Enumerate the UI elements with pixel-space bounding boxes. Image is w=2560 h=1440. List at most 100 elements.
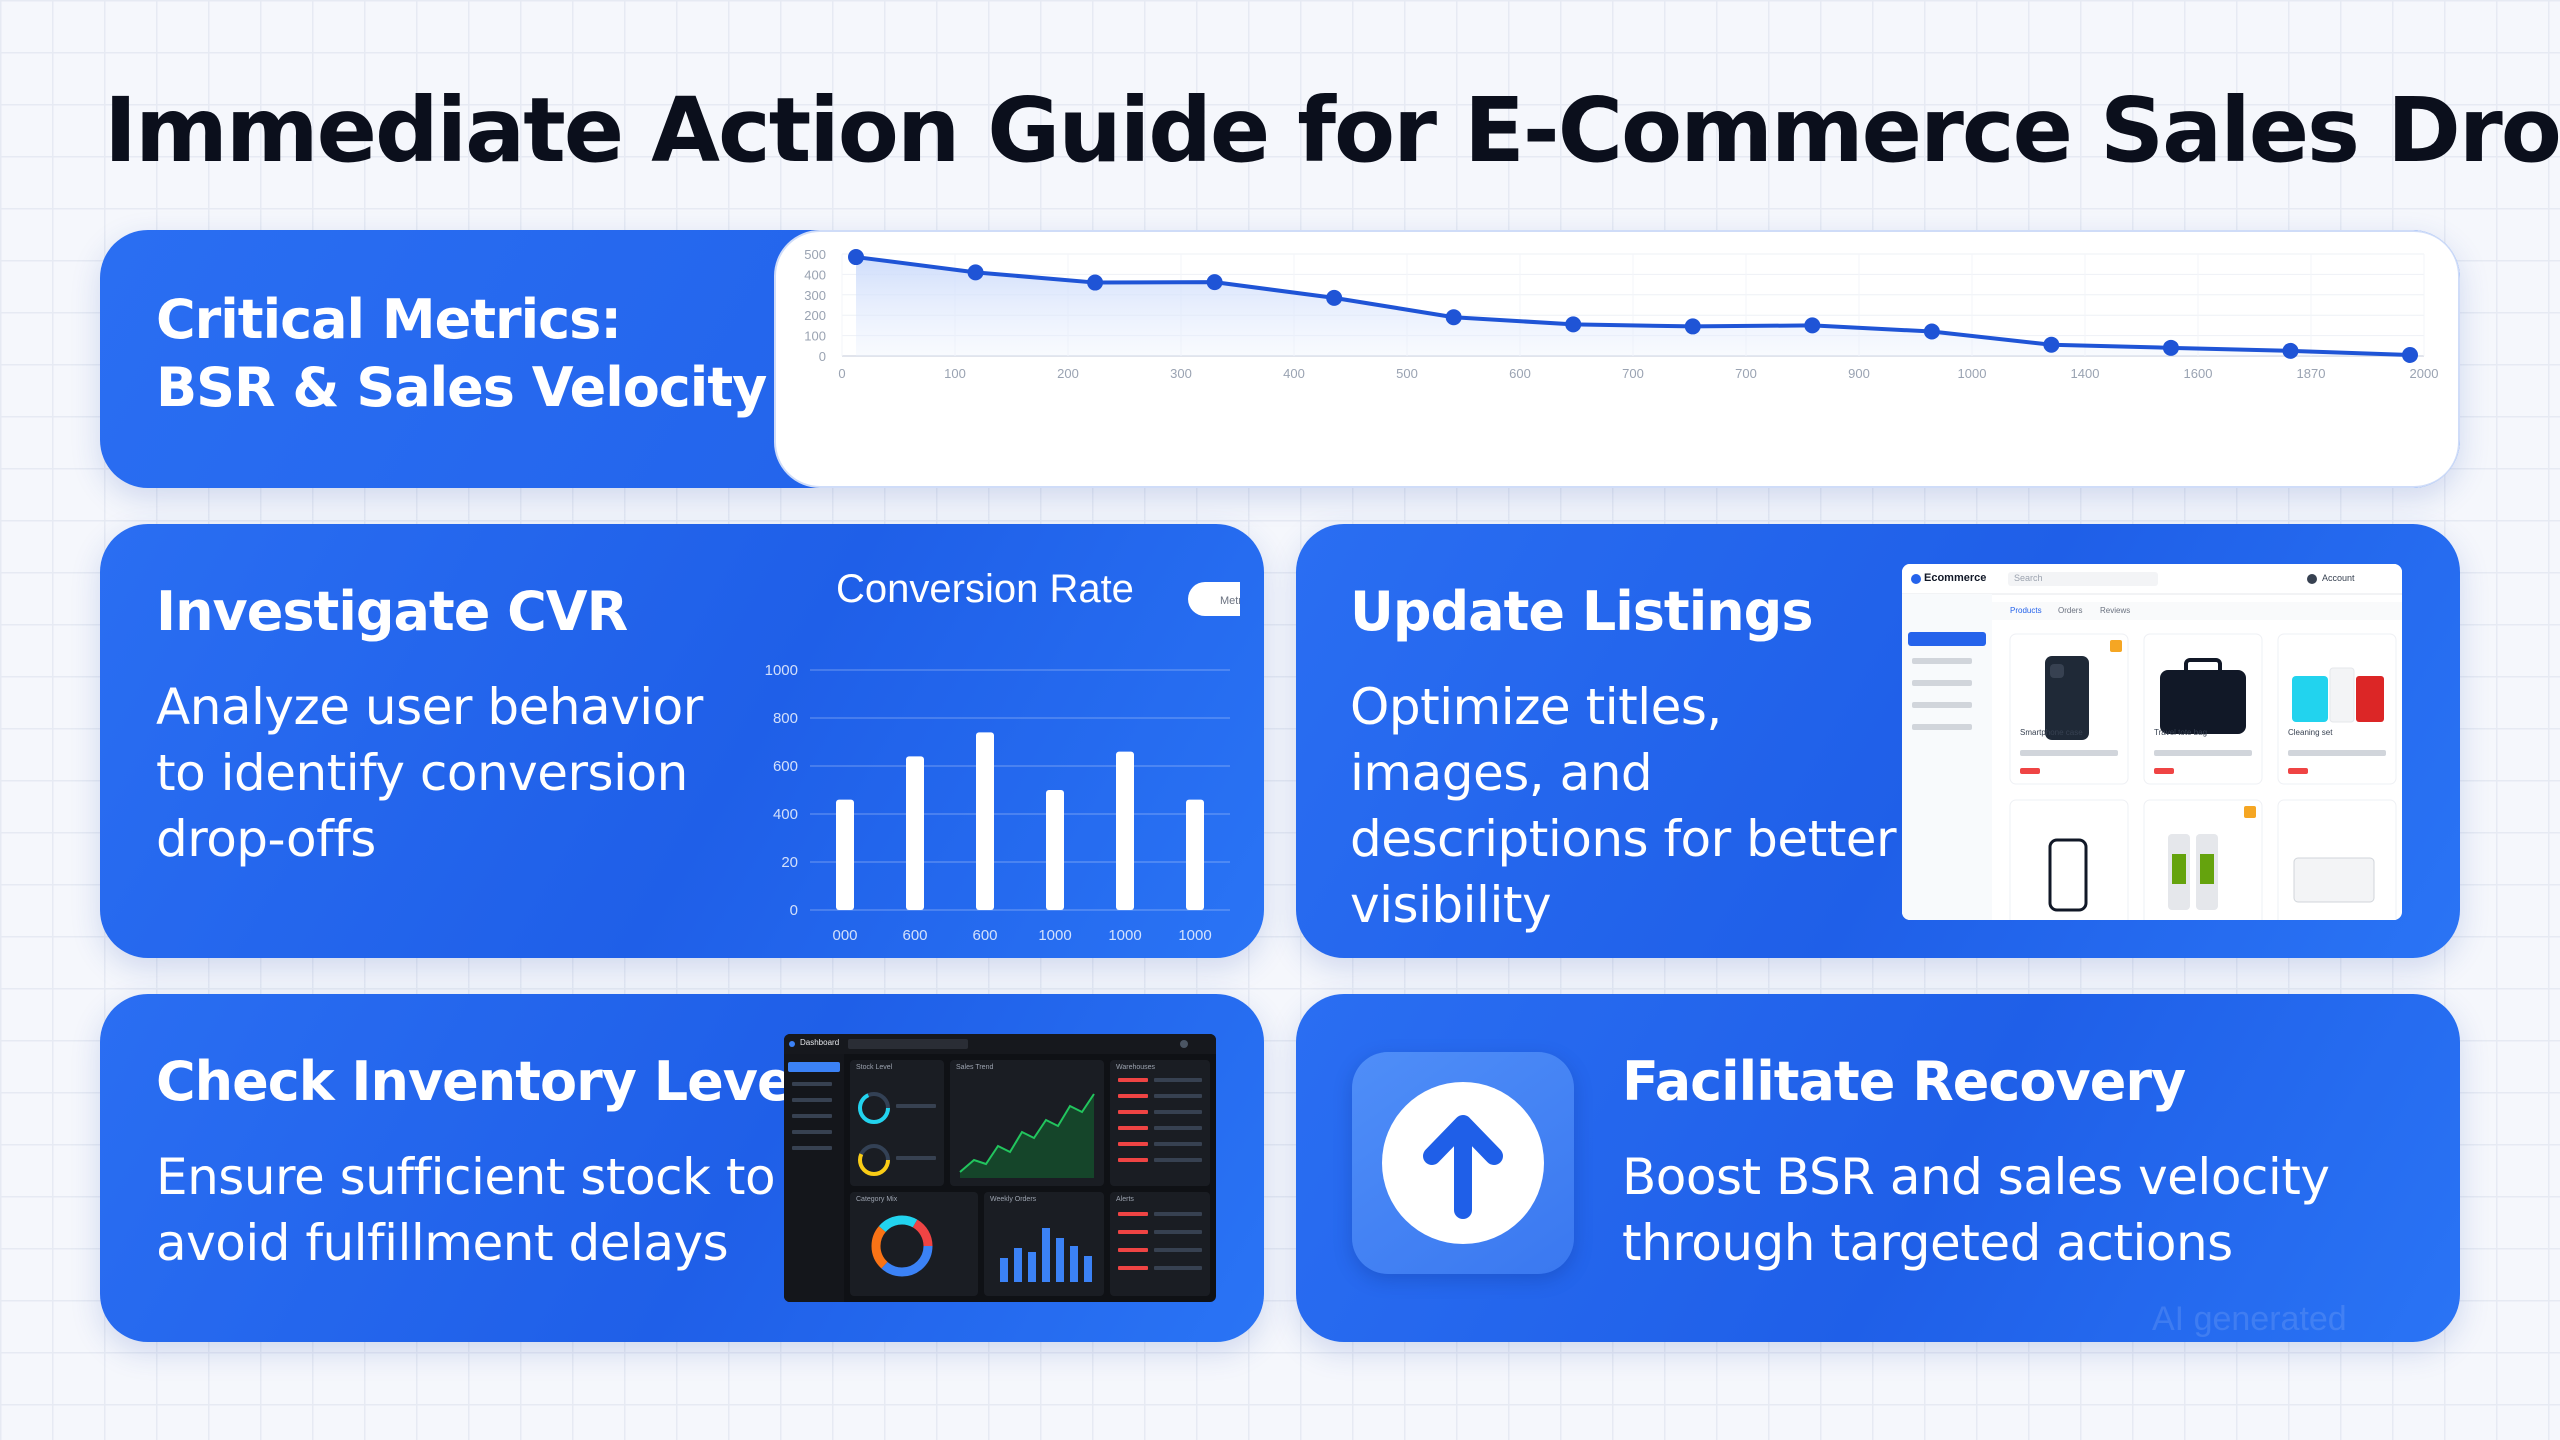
bar-chart-y-tick: 400	[773, 806, 798, 823]
line-chart-point	[2162, 339, 2179, 356]
line-chart-x-tick: 500	[1396, 366, 1418, 381]
line-chart-y-tick: 200	[804, 308, 826, 323]
store-product-name: Smartphone case	[2020, 728, 2083, 737]
bar-chart-title: Conversion Rate	[836, 567, 1134, 611]
bar-chart-x-tick: 000	[832, 927, 857, 944]
bar-chart-bar	[1046, 790, 1064, 910]
store-search-input[interactable]: Search	[2014, 573, 2043, 583]
recovery-icon-tile	[1352, 1052, 1574, 1274]
investigate-cvr-card: Investigate CVR Analyze user behavior to…	[100, 524, 1264, 958]
line-chart-x-tick: 200	[1057, 366, 1079, 381]
line-chart-y-tick: 400	[804, 267, 826, 282]
inventory-panel-title: Stock Level	[856, 1064, 893, 1071]
line-chart-point	[1445, 309, 1462, 326]
update-listings-card: Update Listings Optimize titles, images,…	[1296, 524, 2460, 958]
inventory-panel-title: Alerts	[1116, 1196, 1134, 1203]
update-listings-description: Optimize titles, images, and description…	[1350, 678, 1897, 934]
store-user-label[interactable]: Account	[2322, 573, 2355, 583]
line-chart-area	[856, 257, 2410, 356]
critical-metrics-title-line2: BSR & Sales Velocity	[156, 356, 767, 419]
line-chart-point	[1565, 316, 1582, 333]
line-chart-y-tick: 300	[804, 288, 826, 303]
line-chart-x-tick: 300	[1170, 366, 1192, 381]
line-chart-x-tick: 1870	[2297, 366, 2326, 381]
store-product-name: Travel tote bag	[2154, 728, 2208, 737]
store-brand-label: Ecommerce	[1924, 572, 1987, 584]
line-chart-x-tick: 600	[1509, 366, 1531, 381]
line-chart-x-tick: 1400	[2071, 366, 2100, 381]
bar-chart-y-tick: 600	[773, 758, 798, 775]
bar-chart-bar	[1116, 751, 1134, 910]
page-title: Immediate Action Guide for E-Commerce Sa…	[104, 78, 2560, 182]
watermark: AI generated	[2152, 1300, 2347, 1338]
line-chart-point	[1923, 323, 1940, 340]
bar-chart-bar	[976, 732, 994, 910]
update-listings-title: Update Listings	[1350, 580, 1813, 643]
line-chart-point	[2282, 342, 2299, 359]
line-chart-point	[1804, 317, 1821, 334]
bar-chart-y-tick: 0	[790, 902, 798, 919]
store-tab-orders[interactable]: Orders	[2058, 606, 2083, 615]
line-chart-x-tick: 2000	[2410, 366, 2439, 381]
inventory-dashboard-mockup: Dashboard Stock Level Sales Trend Wareho…	[784, 1034, 1216, 1302]
line-chart-x-tick: 400	[1283, 366, 1305, 381]
store-product-name: Cleaning set	[2288, 728, 2333, 737]
inventory-panel-title: Weekly Orders	[990, 1196, 1037, 1203]
check-inventory-card: Check Inventory Levels Ensure sufficient…	[100, 994, 1264, 1342]
inventory-panel-title: Warehouses	[1116, 1064, 1156, 1071]
facilitate-recovery-title: Facilitate Recovery	[1622, 1050, 2186, 1113]
bar-chart-metric-button-label: Metrics	[1220, 595, 1240, 607]
store-tab-reviews[interactable]: Reviews	[2100, 606, 2131, 615]
line-chart-y-tick: 500	[804, 247, 826, 262]
bar-chart-metric-button	[1188, 582, 1240, 616]
investigate-cvr-description: Analyze user behavior to identify conver…	[156, 678, 703, 868]
bar-chart-x-tick: 1000	[1178, 927, 1211, 944]
investigate-cvr-title: Investigate CVR	[156, 580, 628, 643]
critical-metrics-card: Critical Metrics: BSR & Sales Velocity 0…	[100, 230, 2460, 488]
check-inventory-title: Check Inventory Levels	[156, 1050, 842, 1113]
line-chart-y-tick: 100	[804, 329, 826, 344]
bar-chart-x-tick: 600	[902, 927, 927, 944]
conversion-rate-bar-chart: Conversion RateMetrics›02040060080010000…	[765, 567, 1240, 944]
line-chart-point	[967, 264, 984, 281]
bsr-chart-panel: 0 100 200 300 400 500 0 100 200 300 400 500 600 700 70…	[774, 230, 2460, 488]
line-chart-point	[1684, 318, 1701, 335]
line-chart-x-tick: 100	[944, 366, 966, 381]
inventory-panel-title: Category Mix	[856, 1196, 898, 1203]
line-chart-point	[1326, 289, 1343, 306]
line-chart-point	[1206, 274, 1223, 291]
line-chart-x-tick: 0	[838, 366, 845, 381]
inventory-brand-label: Dashboard	[800, 1038, 840, 1047]
arrow-up-icon	[1423, 1115, 1503, 1219]
bar-chart-bar	[836, 799, 854, 910]
bsr-line-chart: 0 100 200 300 400 500 0 100 200 300 400 500 600 700 70…	[804, 247, 2439, 381]
inventory-panel-title: Sales Trend	[956, 1064, 994, 1071]
bar-chart-y-tick: 20	[781, 854, 798, 871]
bar-chart-x-tick: 1000	[1038, 927, 1071, 944]
facilitate-recovery-card: Facilitate Recovery Boost BSR and sales …	[1296, 994, 2460, 1342]
line-chart-x-tick: 1600	[2184, 366, 2213, 381]
line-chart-point	[848, 249, 864, 266]
inventory-dashboard-graphic	[784, 1034, 1216, 1302]
line-chart-x-tick: 700	[1735, 366, 1757, 381]
store-tab-products[interactable]: Products	[2010, 606, 2042, 615]
bar-chart-x-tick: 1000	[1108, 927, 1141, 944]
bar-chart-y-tick: 1000	[765, 662, 798, 679]
bar-chart-y-tick: 800	[773, 710, 798, 727]
store-mockup: Ecommerce Search Account Products Orders…	[1902, 564, 2402, 920]
check-inventory-description: Ensure sufficient stock to avoid fulfill…	[156, 1148, 776, 1272]
facilitate-recovery-description: Boost BSR and sales velocity through tar…	[1622, 1148, 2330, 1272]
store-mockup-graphic	[1902, 564, 2402, 920]
line-chart-point	[1087, 274, 1104, 291]
bar-chart-x-tick: 600	[972, 927, 997, 944]
line-chart-y-tick: 0	[819, 349, 826, 364]
critical-metrics-title-line1: Critical Metrics:	[156, 288, 622, 351]
line-chart-point	[2043, 336, 2060, 353]
line-chart-point	[2402, 346, 2418, 363]
bar-chart-bar	[906, 756, 924, 910]
bar-chart-bar	[1186, 799, 1204, 910]
line-chart-x-tick: 700	[1622, 366, 1644, 381]
line-chart-series-line	[855, 255, 2411, 357]
recovery-icon-circle	[1382, 1082, 1544, 1244]
line-chart-x-tick: 900	[1848, 366, 1870, 381]
